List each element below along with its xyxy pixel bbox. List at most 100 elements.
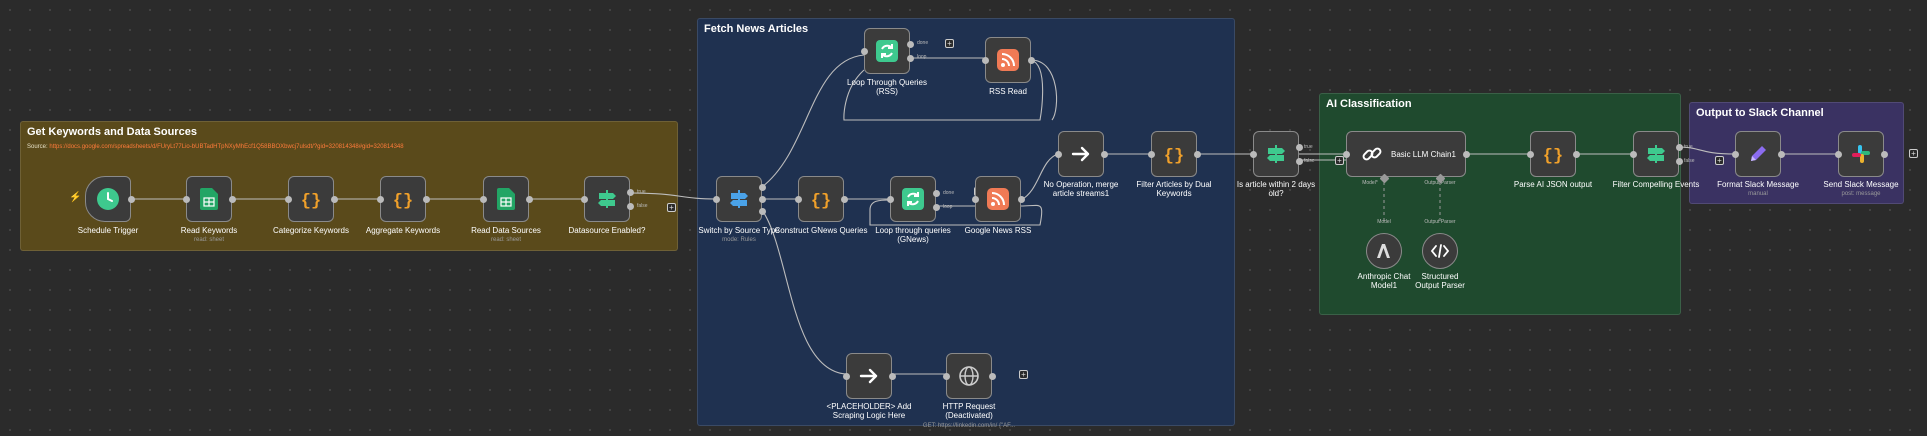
branch-true-label: true bbox=[1684, 144, 1693, 150]
svg-text:{}: {} bbox=[811, 192, 831, 210]
pencil-edit-icon bbox=[1751, 146, 1766, 161]
node-label: Format Slack Message bbox=[1717, 180, 1799, 189]
node-basic-llm-chain[interactable]: Basic LLM Chain1 bbox=[1346, 131, 1466, 177]
node-label: Read Keywords bbox=[180, 226, 238, 235]
node-subtitle: GET: https://linkedin.com/in/ {"AF... bbox=[922, 423, 1016, 429]
node-label: Loop Through Queries (RSS) bbox=[847, 78, 927, 96]
branch-true-label: true bbox=[1304, 144, 1313, 150]
branch-done-label: done bbox=[917, 40, 929, 46]
group-title: Output to Slack Channel bbox=[1696, 107, 1824, 119]
clock-icon bbox=[97, 188, 119, 210]
add-node-plus-icon[interactable]: + bbox=[945, 39, 954, 48]
rss-feed-icon bbox=[987, 188, 1009, 210]
node-label: Parse AI JSON output bbox=[1513, 180, 1593, 189]
svg-text:{}: {} bbox=[393, 192, 413, 210]
anthropic-icon bbox=[1377, 244, 1390, 258]
code-braces-icon: {} bbox=[301, 192, 321, 210]
branch-loop-label: loop bbox=[943, 204, 953, 210]
node-subtitle: read: sheet bbox=[193, 237, 225, 243]
node-label: RSS Read bbox=[989, 87, 1027, 96]
node-label: Google News RSS bbox=[964, 226, 1032, 235]
globe-icon bbox=[959, 366, 979, 386]
node-within-2-days[interactable] bbox=[1253, 131, 1299, 177]
node-label: No Operation, merge article streams1 bbox=[1043, 180, 1119, 198]
node-rss-read[interactable] bbox=[985, 37, 1031, 83]
node-label: Anthropic Chat Model1 bbox=[1357, 272, 1411, 290]
node-label: Is article within 2 days old? bbox=[1236, 180, 1316, 198]
node-structured-output-parser[interactable] bbox=[1422, 233, 1458, 269]
add-node-plus-icon[interactable]: + bbox=[1715, 156, 1724, 165]
node-label: Filter Articles by Dual Keywords bbox=[1136, 180, 1212, 198]
arrow-right-icon bbox=[859, 368, 878, 384]
branch-true-label: true bbox=[637, 189, 646, 195]
node-placeholder[interactable] bbox=[846, 353, 892, 399]
group-title: Fetch News Articles bbox=[704, 23, 809, 35]
trigger-bolt-icon: ⚡ bbox=[69, 192, 82, 203]
node-label: Aggregate Keywords bbox=[365, 226, 441, 235]
node-categorize-keywords[interactable]: {} bbox=[288, 176, 334, 222]
google-sheets-icon bbox=[497, 188, 515, 210]
node-label: Structured Output Parser bbox=[1415, 272, 1465, 290]
if-signpost-icon bbox=[1267, 145, 1285, 163]
node-anthropic-chat-model[interactable] bbox=[1366, 233, 1402, 269]
add-node-plus-icon[interactable]: + bbox=[1909, 149, 1918, 158]
node-send-slack[interactable] bbox=[1838, 131, 1884, 177]
rss-feed-icon bbox=[997, 49, 1019, 71]
node-construct-gnews[interactable]: {} bbox=[798, 176, 844, 222]
node-label: Send Slack Message bbox=[1823, 180, 1899, 189]
node-label: Read Data Sources bbox=[471, 226, 541, 235]
add-node-plus-icon[interactable]: + bbox=[1019, 370, 1028, 379]
add-node-plus-icon[interactable]: + bbox=[1335, 156, 1344, 165]
node-inline-label: Basic LLM Chain1 bbox=[1391, 149, 1456, 159]
node-label: Datasource Enabled? bbox=[568, 226, 646, 235]
loop-refresh-icon bbox=[902, 188, 924, 210]
branch-false-label: false bbox=[637, 203, 648, 209]
arrow-right-icon bbox=[1071, 146, 1090, 162]
node-label: Switch by Source Type bbox=[698, 226, 780, 235]
branch-false-label: false bbox=[1684, 158, 1695, 164]
node-read-keywords[interactable] bbox=[186, 176, 232, 222]
node-loop-rss[interactable] bbox=[864, 28, 910, 74]
node-label: Loop through queries (GNews) bbox=[875, 226, 951, 244]
slack-icon bbox=[1852, 145, 1870, 163]
node-label: Schedule Trigger bbox=[77, 226, 139, 235]
node-datasource-enabled[interactable] bbox=[584, 176, 630, 222]
node-http-request[interactable] bbox=[946, 353, 992, 399]
node-label: Categorize Keywords bbox=[272, 226, 350, 235]
add-node-plus-icon[interactable]: + bbox=[667, 203, 676, 212]
code-tag-icon bbox=[1431, 244, 1449, 258]
google-sheets-icon bbox=[200, 188, 218, 210]
node-switch-source[interactable] bbox=[716, 176, 762, 222]
node-parse-ai-json[interactable]: {} bbox=[1530, 131, 1576, 177]
node-read-data-sources[interactable] bbox=[483, 176, 529, 222]
model-port-label: Model* bbox=[1362, 180, 1378, 186]
source-url[interactable]: https://docs.google.com/spreadsheets/d/F… bbox=[49, 144, 404, 150]
node-google-news-rss[interactable] bbox=[975, 176, 1021, 222]
group-title: Get Keywords and Data Sources bbox=[27, 126, 197, 138]
node-schedule-trigger[interactable] bbox=[85, 176, 131, 222]
code-braces-icon: {} bbox=[811, 192, 831, 210]
parser-port-label: Output Parser bbox=[1424, 219, 1456, 225]
node-aggregate-keywords[interactable]: {} bbox=[380, 176, 426, 222]
svg-text:{}: {} bbox=[1164, 147, 1184, 165]
svg-text:{}: {} bbox=[301, 192, 321, 210]
node-filter-compelling[interactable] bbox=[1633, 131, 1679, 177]
switch-signpost-icon bbox=[730, 190, 748, 208]
node-filter-dual[interactable]: {} bbox=[1151, 131, 1197, 177]
group-source-note: Source: https://docs.google.com/spreadsh… bbox=[27, 144, 404, 150]
if-signpost-icon bbox=[598, 190, 616, 208]
group-ai[interactable]: AI Classification bbox=[1319, 93, 1681, 315]
code-braces-icon: {} bbox=[1164, 147, 1184, 165]
svg-text:{}: {} bbox=[1543, 147, 1563, 165]
node-subtitle: mode: Rules bbox=[722, 237, 756, 243]
node-label: <PLACEHOLDER> Add Scraping Logic Here bbox=[826, 402, 912, 420]
node-format-slack[interactable] bbox=[1735, 131, 1781, 177]
branch-false-label: false bbox=[1304, 158, 1315, 164]
node-subtitle: post: message bbox=[1841, 191, 1881, 197]
node-label: Filter Compelling Events bbox=[1612, 180, 1700, 189]
node-subtitle: read: sheet bbox=[490, 237, 522, 243]
node-no-operation[interactable] bbox=[1058, 131, 1104, 177]
node-loop-gnews[interactable] bbox=[890, 176, 936, 222]
chain-link-icon bbox=[1362, 147, 1382, 161]
